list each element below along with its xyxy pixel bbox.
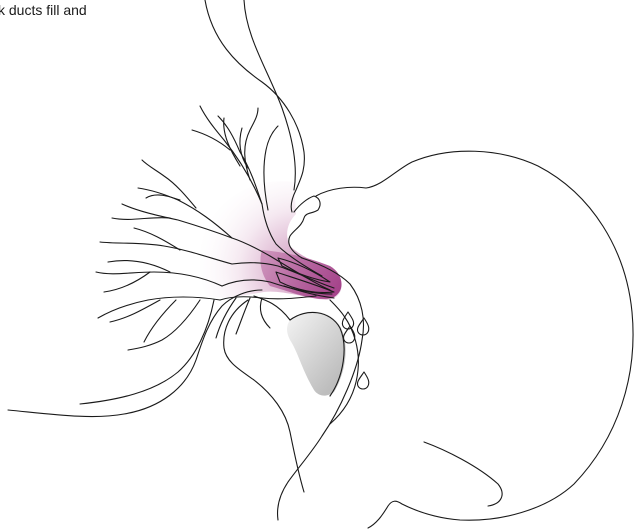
duct-branch-upper-5 bbox=[245, 108, 258, 180]
breast-lower-contour bbox=[8, 290, 262, 417]
mother-lower-body-line bbox=[80, 300, 214, 404]
milk-droplets bbox=[342, 312, 368, 389]
duct-branch-mid-2 bbox=[134, 228, 180, 250]
duct-branch-mid-4 bbox=[108, 260, 170, 272]
breast-upper-contour bbox=[244, 0, 295, 190]
duct-branch-low-1 bbox=[260, 298, 270, 328]
droplet-4 bbox=[357, 372, 368, 389]
mother-chest-upper-line bbox=[205, 0, 304, 212]
baby-ear bbox=[424, 442, 502, 506]
duct-branch-mid-5 bbox=[104, 272, 150, 292]
baby-head-outline bbox=[316, 151, 633, 528]
droplet-1 bbox=[342, 312, 353, 329]
duct-branch-upper-9 bbox=[142, 160, 196, 208]
duct-branch-upper-6 bbox=[240, 128, 248, 168]
duct-branch-mid-9 bbox=[128, 300, 200, 350]
duct-branch-low-3 bbox=[216, 298, 236, 338]
duct-branch-upper-12 bbox=[112, 218, 170, 220]
